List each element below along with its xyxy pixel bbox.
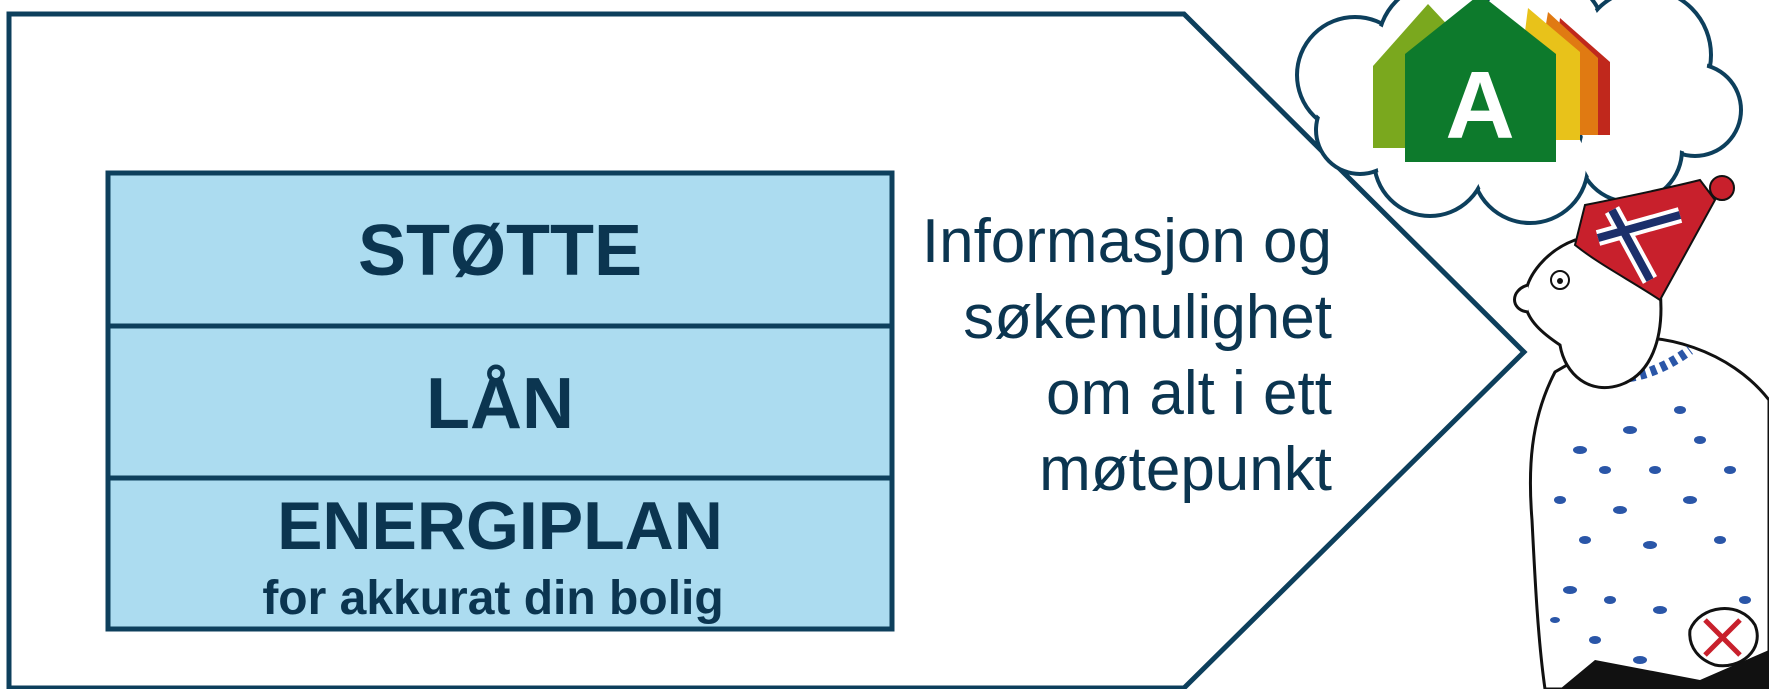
energy-plan-subtitle: for akkurat din bolig (262, 572, 723, 625)
info-line-3: om alt i ett (1046, 359, 1332, 428)
info-line-2: søkemulighet (963, 283, 1332, 352)
info-text: Informasjon og søkemulighet om alt i ett… (922, 207, 1332, 504)
cartoon-man-illustration (1513, 175, 1769, 689)
support-box (105, 170, 895, 329)
energy-grade-text: A (1445, 52, 1514, 159)
info-line-4: møtepunkt (1039, 435, 1332, 504)
support-label: STØTTE (358, 211, 642, 291)
loan-label: LÅN (426, 364, 574, 444)
energy-label-icon: A (1373, 0, 1610, 162)
info-line-1: Informasjon og (922, 207, 1332, 276)
energy-plan-box (105, 475, 895, 632)
service-stack: STØTTE LÅN ENERGIPLAN for akkurat din bo… (105, 170, 895, 632)
energy-plan-label: ENERGIPLAN (277, 488, 723, 564)
